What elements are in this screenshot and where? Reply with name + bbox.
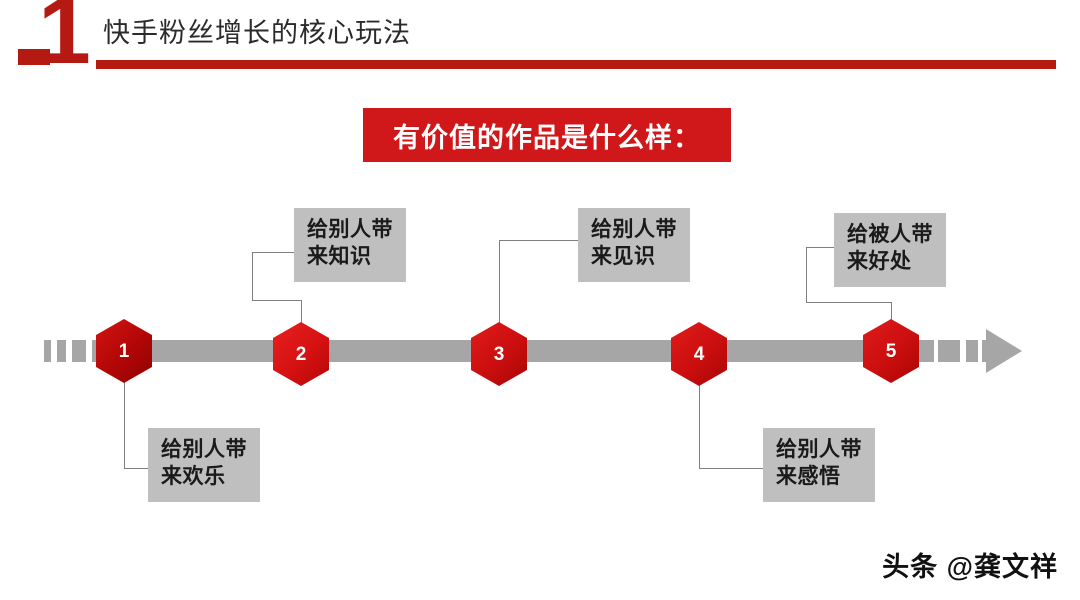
timeline-label-1: 给别人带 来欢乐 <box>148 428 260 502</box>
timeline-node-4[interactable]: 4 <box>671 322 727 386</box>
timeline-node-5-number: 5 <box>885 340 897 362</box>
header-number-stub <box>18 49 50 65</box>
section-banner-label: 有价值的作品是什么样： <box>393 122 701 153</box>
timeline-dash-right-3 <box>982 340 988 362</box>
timeline-dash-left-3 <box>72 340 86 362</box>
connector-node-4-horizontal <box>699 468 763 469</box>
connector-node-3-vertical <box>499 240 500 326</box>
connector-node-5-vertical-right <box>891 302 892 326</box>
timeline-node-1-number: 1 <box>118 340 130 362</box>
timeline-node-5[interactable]: 5 <box>863 319 919 383</box>
connector-node-2-horizontal-top <box>252 252 294 253</box>
section-banner: 有价值的作品是什么样： <box>363 108 731 162</box>
connector-node-5-horizontal-bottom <box>806 302 891 303</box>
timeline-label-5-line2: 来好处 <box>847 249 912 273</box>
timeline-label-4-line2: 来感悟 <box>776 464 841 488</box>
timeline-node-2[interactable]: 2 <box>273 322 329 386</box>
timeline-node-4-number: 4 <box>693 343 705 365</box>
timeline-label-5: 给被人带 来好处 <box>834 213 946 287</box>
watermark: 头条 @龚文祥 <box>882 552 1058 582</box>
timeline-dash-right-1 <box>938 340 960 362</box>
timeline-label-2-line1: 给别人带 <box>307 218 393 241</box>
timeline-bar <box>124 340 934 362</box>
arrow-right-icon <box>986 329 1022 373</box>
header-section-number: 1 <box>38 0 91 84</box>
connector-node-5-vertical-left <box>806 247 807 303</box>
timeline-label-4-line1: 给别人带 <box>776 438 862 461</box>
timeline-label-2-line2: 来知识 <box>307 244 372 268</box>
slide-header: 1 快手粉丝增长的核心玩法 <box>0 0 1080 80</box>
timeline-node-3-number: 3 <box>493 343 505 365</box>
connector-node-4-vertical <box>699 376 700 469</box>
connector-node-5-horizontal-top <box>806 247 834 248</box>
timeline-label-1-line2: 来欢乐 <box>161 464 226 488</box>
timeline-dash-left-2 <box>57 340 66 362</box>
header-rule <box>96 60 1056 69</box>
timeline-node-3[interactable]: 3 <box>471 322 527 386</box>
timeline-label-3-line2: 来见识 <box>591 244 656 268</box>
connector-node-1-vertical <box>124 376 125 469</box>
timeline-dash-left-1 <box>44 340 51 362</box>
timeline-label-2: 给别人带 来知识 <box>294 208 406 282</box>
timeline-label-1-line1: 给别人带 <box>161 438 247 461</box>
timeline-dash-right-2 <box>966 340 978 362</box>
timeline-label-4: 给别人带 来感悟 <box>763 428 875 502</box>
connector-node-1-horizontal <box>124 468 148 469</box>
timeline-node-2-number: 2 <box>295 343 307 365</box>
connector-node-2-vertical-left <box>252 252 253 301</box>
timeline-node-1[interactable]: 1 <box>96 319 152 383</box>
timeline-label-3-line1: 给别人带 <box>591 218 677 241</box>
timeline-label-3: 给别人带 来见识 <box>578 208 690 282</box>
timeline-label-5-line1: 给被人带 <box>847 223 933 246</box>
connector-node-3-horizontal <box>499 240 578 241</box>
connector-node-2-vertical-right <box>301 300 302 326</box>
page-title: 快手粉丝增长的核心玩法 <box>103 18 411 48</box>
connector-node-2-horizontal-bottom <box>252 300 301 301</box>
